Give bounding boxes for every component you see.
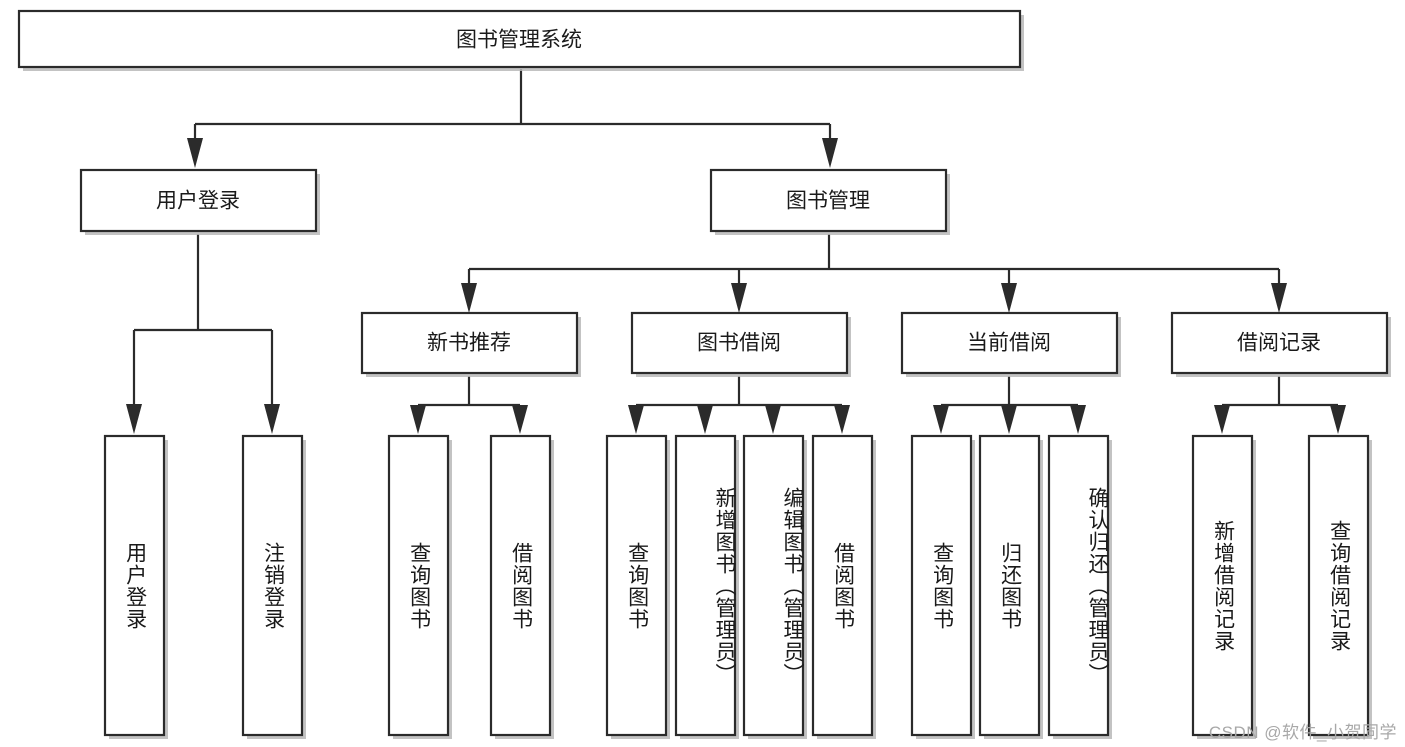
node-user-login-label: 用户登录	[156, 190, 240, 213]
arrow-head-leaf-bb-2	[697, 405, 713, 434]
arrow-head-leaf-bb-4	[834, 405, 850, 434]
leaf-book-borrow-add[interactable]	[674, 434, 739, 739]
watermark: CSDN @软件_小贺同学	[1208, 723, 1397, 742]
arrow-head-bookmgmt	[822, 138, 838, 168]
leaf-book-borrow-borrow[interactable]	[811, 434, 876, 739]
leaf-borrow-record-query[interactable]	[1307, 434, 1372, 739]
arrow-head-newbook	[461, 283, 477, 313]
arrow-head-leaf-nb-1	[410, 405, 426, 434]
node-root[interactable]: 图书管理系统	[17, 9, 1024, 71]
leaf-new-book-query[interactable]	[387, 434, 452, 739]
node-book-management[interactable]: 图书管理	[709, 168, 950, 235]
leaf-current-borrow-query[interactable]	[910, 434, 975, 739]
arrow-head-bookborrow	[731, 283, 747, 313]
leaf-current-borrow-return[interactable]	[978, 434, 1043, 739]
edge-layer	[126, 69, 1346, 434]
node-book-borrow-label: 图书借阅	[697, 332, 781, 355]
node-borrow-record-label: 借阅记录	[1237, 332, 1321, 355]
arrow-head-leaf-cb-2	[1001, 405, 1017, 434]
arrow-head-userlogin	[187, 138, 203, 168]
arrow-head-leaf-user-login	[126, 404, 142, 434]
leaf-user-login-login[interactable]	[103, 434, 168, 739]
node-new-book-recommend-label: 新书推荐	[427, 332, 511, 355]
leaf-borrow-record-add[interactable]	[1191, 434, 1256, 739]
node-new-book-recommend[interactable]: 新书推荐	[360, 311, 581, 377]
node-layer: 图书管理系统 用户登录 图书管理 新书推荐	[17, 9, 1391, 739]
arrow-head-currentborrow	[1001, 283, 1017, 313]
arrow-head-borrowrecord	[1271, 283, 1287, 313]
node-book-borrow[interactable]: 图书借阅	[630, 311, 851, 377]
leaf-book-borrow-query[interactable]	[605, 434, 670, 739]
leaf-current-borrow-confirm[interactable]	[1047, 434, 1112, 739]
node-current-borrow-label: 当前借阅	[967, 332, 1051, 355]
arrow-head-leaf-logout	[264, 404, 280, 434]
arrow-head-leaf-bb-3	[765, 405, 781, 434]
leaf-user-login-logout[interactable]	[241, 434, 306, 739]
node-current-borrow[interactable]: 当前借阅	[900, 311, 1121, 377]
node-borrow-record[interactable]: 借阅记录	[1170, 311, 1391, 377]
node-user-login[interactable]: 用户登录	[79, 168, 320, 235]
arrow-head-leaf-br-2	[1330, 405, 1346, 434]
arrow-head-leaf-cb-3	[1070, 405, 1086, 434]
arrow-head-leaf-br-1	[1214, 405, 1230, 434]
leaf-book-borrow-edit[interactable]	[742, 434, 807, 739]
arrow-head-leaf-cb-1	[933, 405, 949, 434]
leaf-new-book-borrow[interactable]	[489, 434, 554, 739]
arrow-head-leaf-nb-2	[512, 405, 528, 434]
arrow-head-leaf-bb-1	[628, 405, 644, 434]
node-root-label: 图书管理系统	[456, 29, 582, 52]
node-book-management-label: 图书管理	[786, 190, 870, 213]
